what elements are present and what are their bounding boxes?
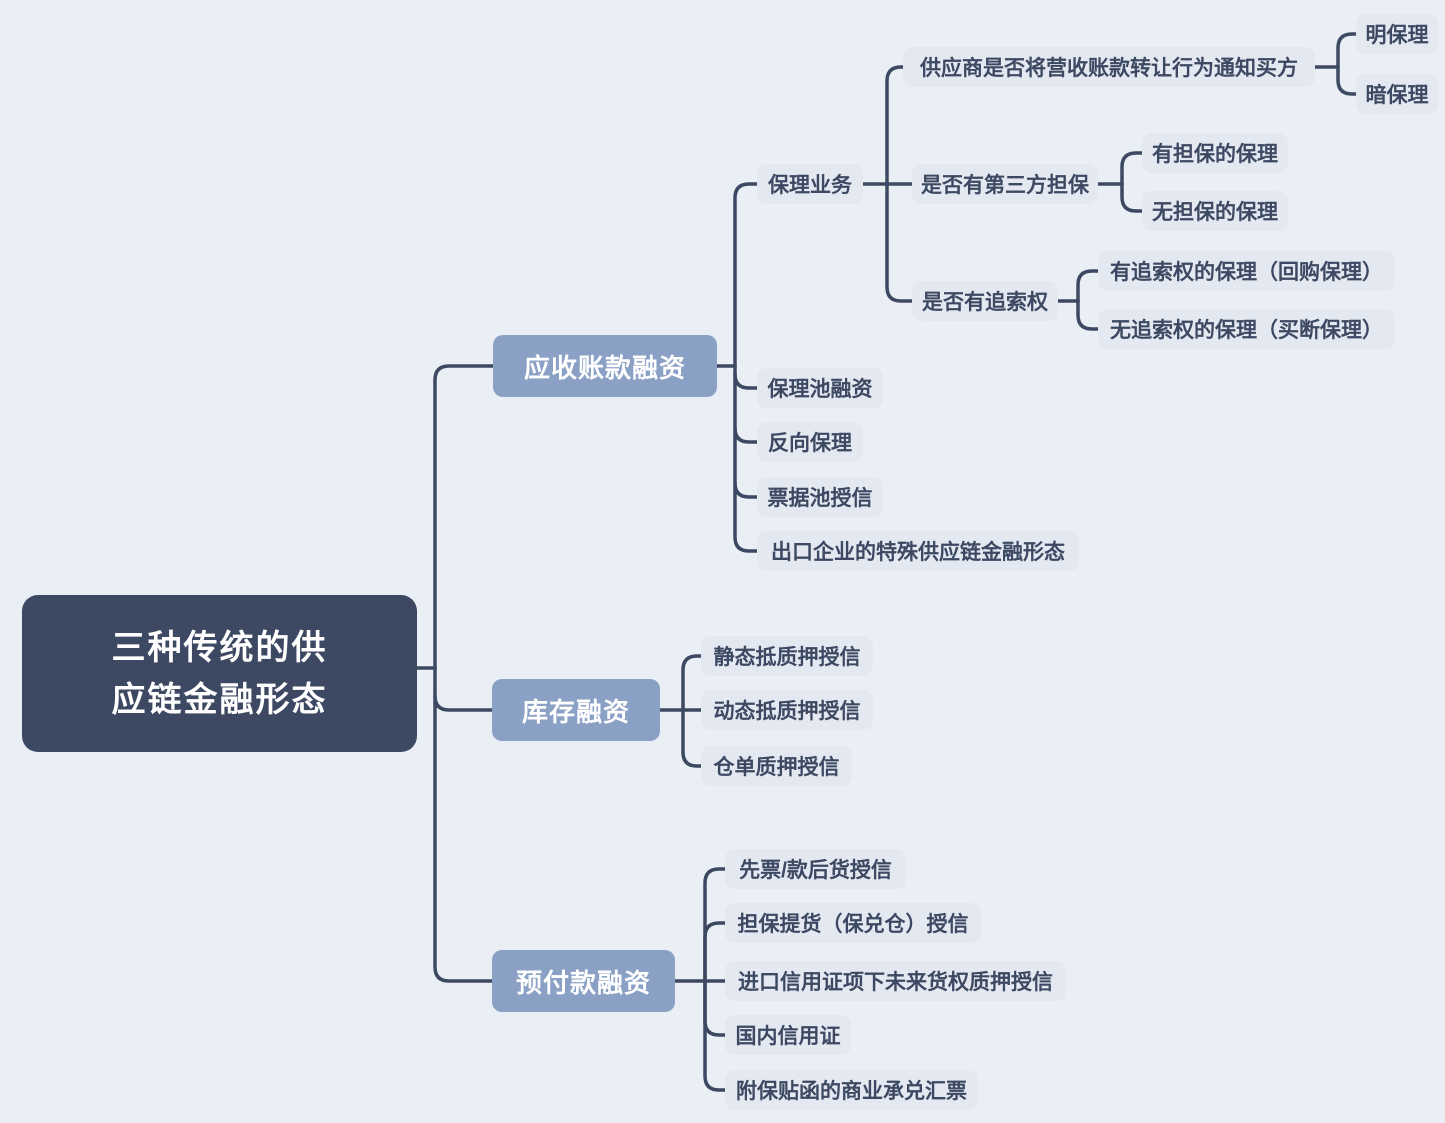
edge-inventory-static	[681, 654, 703, 712]
node-reverse-factoring[interactable]: 反向保理	[757, 422, 863, 462]
edge-prepayment-billfirst	[703, 867, 727, 983]
node-guaranteed-factoring[interactable]: 有担保的保理	[1142, 133, 1288, 173]
node-import-lc-future-goods-pledge-credit[interactable]: 进口信用证项下未来货权质押授信	[725, 961, 1066, 1001]
edge-prepayment-domesticlc	[703, 979, 727, 1037]
node-notify-buyer-question[interactable]: 供应商是否将营收账款转让行为通知买方	[903, 47, 1315, 87]
node-factoring-business[interactable]: 保理业务	[757, 164, 863, 204]
edge-factoring-recourse	[885, 182, 914, 303]
edge-trunk-prepayment	[433, 666, 494, 983]
node-without-recourse-factoring[interactable]: 无追索权的保理（买断保理）	[1098, 309, 1395, 349]
edge-notify-hidden	[1336, 65, 1358, 96]
node-third-party-guarantee-question[interactable]: 是否有第三方担保	[912, 164, 1098, 204]
edge-receivables-reverse	[733, 426, 759, 444]
edge-receivables-pool	[733, 372, 759, 390]
root-title-line-2: 应链金融形态	[111, 680, 328, 719]
node-domestic-lc[interactable]: 国内信用证	[725, 1015, 851, 1055]
node-recourse-question[interactable]: 是否有追索权	[912, 281, 1058, 321]
edge-notify-open	[1336, 32, 1358, 69]
edge-recourse-with	[1076, 269, 1100, 303]
node-dynamic-pledge-credit[interactable]: 动态抵质押授信	[701, 690, 873, 730]
edge-trunk-receivables	[433, 364, 495, 670]
node-prepayment-financing[interactable]: 预付款融资	[492, 950, 675, 1012]
node-open-factoring[interactable]: 明保理	[1356, 14, 1438, 54]
node-bill-pool-credit[interactable]: 票据池授信	[757, 477, 883, 517]
node-static-pledge-credit[interactable]: 静态抵质押授信	[701, 636, 873, 676]
edge-thirdparty-guaranteed	[1120, 151, 1144, 186]
node-export-special-scf[interactable]: 出口企业的特殊供应链金融形态	[757, 531, 1079, 571]
edge-inventory-warehouse	[681, 708, 703, 768]
edge-recourse-without	[1076, 299, 1100, 331]
edge-receivables-export	[733, 364, 759, 553]
node-factoring-pool-financing[interactable]: 保理池融资	[757, 368, 883, 408]
node-unguaranteed-factoring[interactable]: 无担保的保理	[1142, 191, 1288, 231]
edge-factoring-notify	[885, 65, 905, 186]
node-warehouse-receipt-pledge-credit[interactable]: 仓单质押授信	[701, 746, 852, 786]
node-accounts-receivable-financing[interactable]: 应收账款融资	[493, 335, 717, 397]
root-title-line-1: 三种传统的供	[111, 628, 328, 667]
node-root-title[interactable]: 三种传统的供 应链金融形态	[22, 595, 417, 752]
edge-trunk-inventory	[433, 694, 494, 712]
node-with-recourse-factoring[interactable]: 有追索权的保理（回购保理）	[1098, 251, 1395, 291]
edge-receivables-factoring	[733, 182, 759, 368]
node-acceptance-bill-with-guarantee[interactable]: 附保贴函的商业承兑汇票	[725, 1070, 978, 1110]
edge-prepayment-acceptance	[703, 979, 727, 1092]
edge-receivables-billpool	[733, 481, 759, 499]
node-inventory-financing[interactable]: 库存融资	[492, 679, 660, 741]
node-hidden-factoring[interactable]: 暗保理	[1356, 74, 1438, 114]
edge-prepayment-delivery	[703, 921, 727, 983]
node-guaranteed-delivery-credit[interactable]: 担保提货（保兑仓）授信	[725, 903, 981, 943]
edge-thirdparty-unguaranteed	[1120, 182, 1144, 213]
node-bill-first-goods-later-credit[interactable]: 先票/款后货授信	[725, 849, 906, 889]
